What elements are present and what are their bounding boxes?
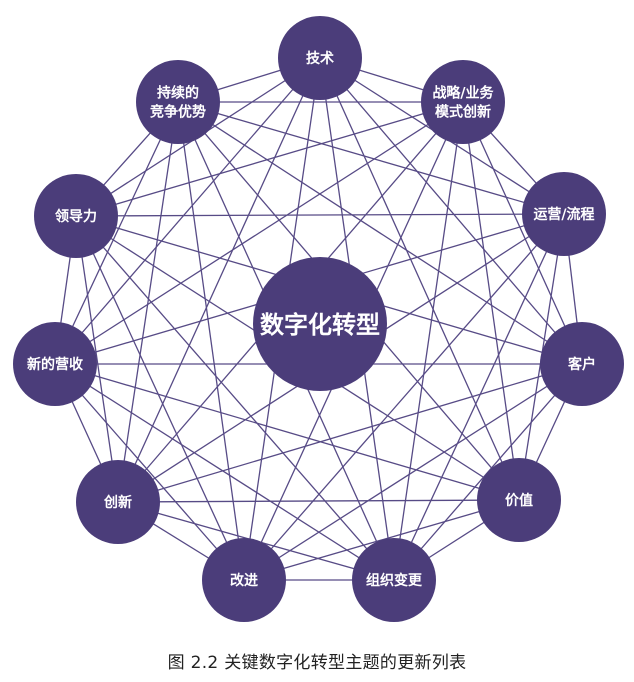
topic-node-label: 改进 bbox=[230, 572, 258, 589]
topic-node: 改进 bbox=[202, 538, 286, 622]
connection-line bbox=[393, 213, 565, 581]
connection-line bbox=[54, 101, 464, 365]
connection-line bbox=[54, 363, 395, 581]
connection-line bbox=[54, 101, 179, 365]
topic-node-circle bbox=[421, 60, 505, 144]
topic-node-circle bbox=[76, 460, 160, 544]
connection-line bbox=[177, 101, 245, 581]
topic-node-label: 创新 bbox=[103, 494, 132, 511]
topic-node-label: 新的营收 bbox=[27, 356, 84, 373]
connection-line bbox=[54, 363, 245, 581]
topic-node: 创新 bbox=[76, 460, 160, 544]
connection-line bbox=[177, 101, 583, 365]
topic-node: 组织变更 bbox=[352, 538, 436, 622]
topic-node: 客户 bbox=[540, 322, 624, 406]
topic-node: 价值 bbox=[477, 458, 561, 542]
center-node-label: 数字化转型 bbox=[260, 311, 380, 339]
topic-node-circle bbox=[540, 322, 624, 406]
connection-line bbox=[75, 213, 565, 217]
connection-line bbox=[243, 363, 583, 581]
connection-line bbox=[75, 215, 395, 581]
connection-line bbox=[117, 57, 321, 503]
connection-line bbox=[319, 57, 583, 365]
topic-node-circle bbox=[202, 538, 286, 622]
topic-node: 领导力 bbox=[34, 174, 118, 258]
connection-line bbox=[462, 101, 520, 501]
connection-line bbox=[54, 57, 321, 365]
topic-node-circle bbox=[352, 538, 436, 622]
topic-node-label: 战略/业务 bbox=[432, 85, 494, 102]
connection-line bbox=[75, 101, 464, 217]
figure-caption: 图 2.2 关键数字化转型主题的更新列表 bbox=[167, 653, 467, 673]
center-node: 数字化转型 bbox=[253, 257, 387, 391]
topic-node-label: 模式创新 bbox=[435, 104, 491, 121]
connection-line bbox=[75, 215, 119, 503]
connection-line bbox=[117, 363, 583, 503]
connection-line bbox=[54, 363, 520, 501]
connection-line bbox=[75, 215, 245, 581]
topic-node-circle bbox=[278, 16, 362, 100]
topic-node-label: 价值 bbox=[505, 492, 533, 509]
topic-node: 运营/流程 bbox=[522, 172, 606, 256]
connection-line bbox=[177, 101, 565, 215]
topic-node: 技术 bbox=[278, 16, 362, 100]
topic-node-label: 领导力 bbox=[55, 208, 97, 225]
topic-node-circle bbox=[477, 458, 561, 542]
topic-node-label: 技术 bbox=[306, 50, 334, 67]
topic-node-label: 运营/流程 bbox=[533, 206, 594, 223]
topic-node: 新的营收 bbox=[13, 322, 97, 406]
topic-node-label: 竞争优势 bbox=[150, 104, 206, 121]
topic-node-circle bbox=[136, 60, 220, 144]
topic-node-label: 组织变更 bbox=[366, 572, 423, 589]
topic-node-label: 持续的 bbox=[157, 85, 199, 102]
connection-line bbox=[117, 499, 520, 503]
connection-line bbox=[117, 101, 179, 503]
topic-node-circle bbox=[13, 322, 97, 406]
center-node-circle bbox=[253, 257, 387, 391]
topic-node-circle bbox=[522, 172, 606, 256]
connection-line bbox=[462, 101, 583, 365]
topic-node-circle bbox=[34, 174, 118, 258]
connection-line bbox=[319, 57, 520, 501]
topic-node-label: 客户 bbox=[567, 356, 596, 373]
